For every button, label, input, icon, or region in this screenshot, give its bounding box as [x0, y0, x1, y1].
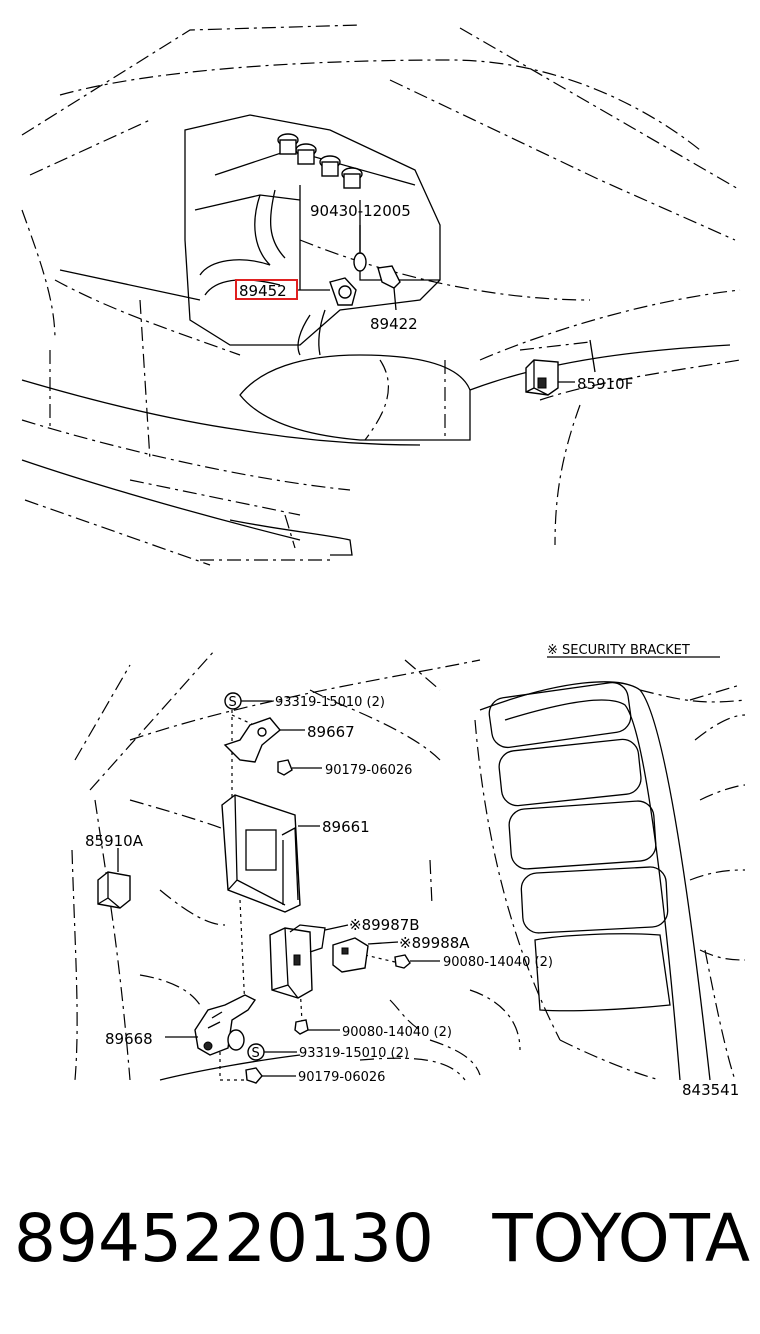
label-89661: 89661 — [322, 818, 370, 836]
bolt-90179-bottom — [245, 1067, 296, 1084]
label-89452: 89452 — [239, 282, 287, 300]
bracket-89667 — [223, 717, 305, 763]
module-89988a — [332, 937, 399, 973]
spark-plug-caps — [277, 133, 363, 189]
sensor-89422 — [377, 265, 401, 311]
ecu-area-illustration: S S — [71, 643, 746, 1099]
label-90179-06026-top: 90179-06026 — [325, 763, 412, 778]
diagram-reference-number: 843541 — [682, 1081, 739, 1099]
s-mark-bottom: S — [252, 1046, 260, 1061]
label-89987b: ※89987B — [349, 916, 420, 934]
label-85910f: 85910F — [577, 375, 633, 393]
part-number: 8945220130 — [14, 1199, 434, 1277]
security-bracket-title: ※ SECURITY BRACKET — [547, 643, 690, 658]
bolt-90179-top — [277, 759, 322, 776]
label-93319-15010-bottom: 93319-15010 (2) — [299, 1046, 409, 1061]
brand-name: TOYOTA — [492, 1199, 750, 1277]
label-89988a: ※89988A — [399, 934, 470, 952]
label-89422: 89422 — [370, 315, 418, 333]
ecu-89661 — [221, 794, 320, 913]
label-89667: 89667 — [307, 723, 355, 741]
highlight-box-89452 — [235, 279, 298, 300]
part-caption: 8945220130 TOYOTA — [14, 1188, 750, 1288]
relay-85910f — [525, 359, 575, 396]
module-89987b — [269, 924, 349, 999]
label-90430-12005: 90430-12005 — [310, 202, 411, 220]
engine-bay-illustration: 90430-12005 89452 89422 85910F — [21, 24, 741, 566]
s-mark-top: S — [229, 695, 237, 710]
label-93319-15010-top: 93319-15010 (2) — [275, 695, 385, 710]
bracket-89668 — [165, 994, 257, 1056]
label-89668: 89668 — [105, 1030, 153, 1048]
knock-sensor-89452 — [298, 277, 357, 306]
bolt-90080-lower — [294, 1019, 340, 1035]
label-90080-14040-lower: 90080-14040 (2) — [342, 1025, 452, 1040]
bolt-90080-right — [394, 954, 440, 969]
relay-85910a — [97, 848, 131, 909]
label-90179-06026-bottom: 90179-06026 — [298, 1070, 385, 1085]
label-90080-14040-right: 90080-14040 (2) — [443, 955, 553, 970]
label-85910a: 85910A — [85, 832, 144, 850]
security-bracket-outline — [474, 656, 746, 1081]
